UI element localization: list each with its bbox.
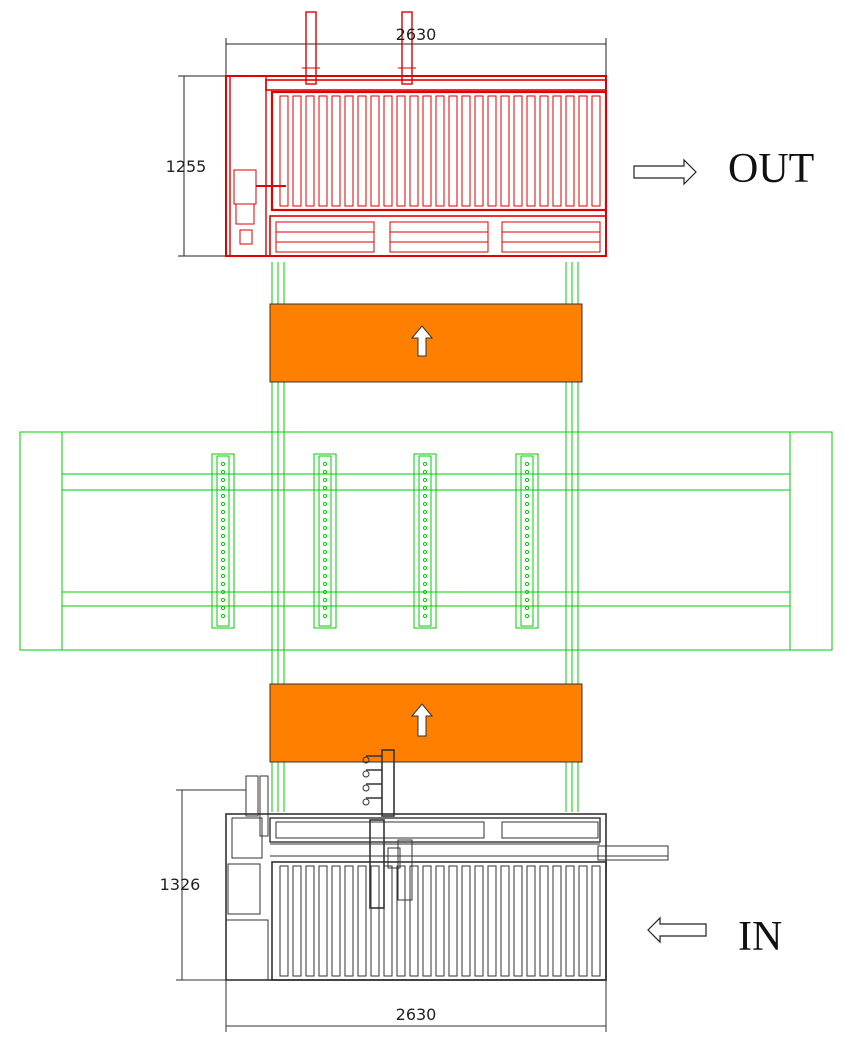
- roller-slat: [578, 95, 588, 207]
- panel-top: [269, 303, 583, 383]
- roller-slat: [539, 95, 549, 207]
- up-arrow-icon: [410, 325, 434, 357]
- roller-slat: [422, 95, 432, 207]
- roller-slat: [591, 95, 601, 207]
- roller-slat: [331, 865, 341, 977]
- roller-slat: [318, 95, 328, 207]
- up-arrow-icon: [410, 703, 434, 737]
- roller-slat: [448, 95, 458, 207]
- clamp-bar: [211, 453, 235, 629]
- roller-slat: [383, 865, 393, 977]
- roller-slat: [435, 95, 445, 207]
- bottom-height-dimension: 1326: [160, 875, 201, 894]
- bottom-unit: [176, 749, 669, 1032]
- clamp-bar: [515, 453, 539, 629]
- roller-slat: [279, 95, 289, 207]
- top-height-dimension: 1255: [166, 157, 207, 176]
- roller-slat: [383, 95, 393, 207]
- roller-slat: [331, 95, 341, 207]
- top-unit: [178, 11, 608, 257]
- roller-slat: [474, 865, 484, 977]
- clamp-bars: [211, 453, 539, 629]
- roller-slat: [357, 95, 367, 207]
- roller-slat: [396, 865, 406, 977]
- roller-slat: [487, 95, 497, 207]
- roller-slat: [565, 95, 575, 207]
- top-width-dimension: 2630: [396, 25, 437, 44]
- top-roller-slats: [279, 95, 601, 207]
- roller-slat: [279, 865, 289, 977]
- roller-slat: [591, 865, 601, 977]
- roller-slat: [357, 865, 367, 977]
- roller-slat: [474, 95, 484, 207]
- roller-slat: [565, 865, 575, 977]
- roller-slat: [422, 865, 432, 977]
- roller-slat: [539, 865, 549, 977]
- roller-slat: [552, 95, 562, 207]
- in-label: IN: [738, 914, 782, 960]
- roller-slat: [513, 865, 523, 977]
- roller-slat: [552, 865, 562, 977]
- roller-slat: [344, 95, 354, 207]
- clamp-bar: [313, 453, 337, 629]
- bottom-roller-slats: [279, 865, 601, 977]
- roller-slat: [448, 865, 458, 977]
- roller-slat: [305, 95, 315, 207]
- roller-slat: [370, 865, 380, 977]
- roller-slat: [513, 95, 523, 207]
- roller-slat: [292, 865, 302, 977]
- roller-slat: [526, 865, 536, 977]
- roller-slat: [461, 95, 471, 207]
- right-arrow-icon: [633, 158, 697, 186]
- left-arrow-icon: [647, 916, 707, 944]
- bottom-width-dimension: 2630: [396, 1005, 437, 1024]
- panel-bottom: [269, 683, 583, 763]
- roller-slat: [396, 95, 406, 207]
- roller-slat: [370, 95, 380, 207]
- roller-slat: [409, 865, 419, 977]
- roller-slat: [500, 865, 510, 977]
- roller-slat: [344, 865, 354, 977]
- roller-slat: [461, 865, 471, 977]
- roller-slat: [487, 865, 497, 977]
- clamp-bar: [413, 453, 437, 629]
- roller-slat: [318, 865, 328, 977]
- roller-slat: [500, 95, 510, 207]
- roller-slat: [578, 865, 588, 977]
- roller-slat: [435, 865, 445, 977]
- out-label: OUT: [728, 146, 814, 192]
- roller-slat: [409, 95, 419, 207]
- roller-slat: [526, 95, 536, 207]
- roller-slat: [292, 95, 302, 207]
- roller-slat: [305, 865, 315, 977]
